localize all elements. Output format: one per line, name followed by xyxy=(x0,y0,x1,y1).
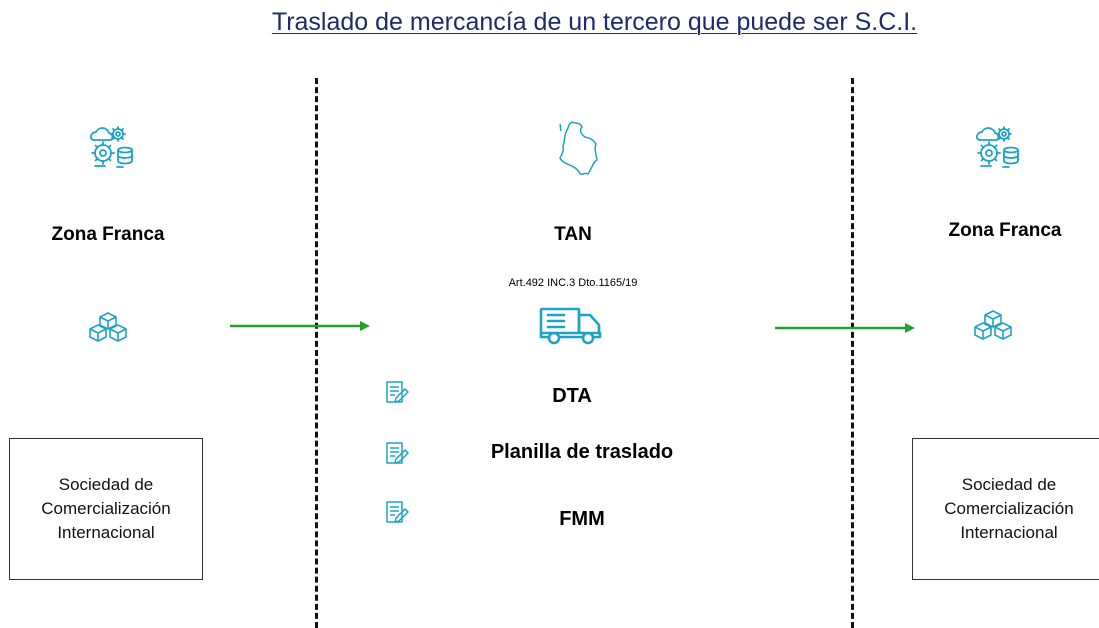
fmm-label: FMM xyxy=(559,508,605,530)
left-sci-line-1: Sociedad de xyxy=(58,475,154,494)
right-sci-line-2: Comercialización xyxy=(944,499,1074,518)
left-flow-arrow xyxy=(230,321,370,331)
right-sci-line-3: Internacional xyxy=(960,523,1058,542)
left-zona-franca-label: Zona Franca xyxy=(51,224,165,245)
planilla-label: Planilla de traslado xyxy=(490,441,674,463)
tan-label: TAN xyxy=(554,224,592,245)
truck-icon xyxy=(538,305,604,345)
fmm-document-icon xyxy=(385,500,409,526)
cloud-gears-database-icon xyxy=(973,124,1023,170)
dta-label: DTA xyxy=(552,385,592,407)
diagram-title: Traslado de mercancía de un tercero que … xyxy=(271,8,918,36)
right-flow-arrow xyxy=(775,323,915,333)
cloud-gears-database-icon xyxy=(87,124,137,170)
colombia-map-icon xyxy=(552,118,602,180)
left-divider xyxy=(315,78,318,628)
planilla-document-icon xyxy=(385,441,409,467)
left-sci-line-2: Comercialización xyxy=(41,499,171,518)
legal-reference: Art.492 INC.3 Dto.1165/19 xyxy=(508,277,638,289)
right-divider xyxy=(851,78,854,628)
right-zona-franca-label: Zona Franca xyxy=(948,220,1062,241)
right-sci-line-1: Sociedad de xyxy=(961,475,1057,494)
left-sci-box: Sociedad de Comercialización Internacion… xyxy=(9,438,203,580)
dta-document-icon xyxy=(385,380,409,406)
left-sci-line-3: Internacional xyxy=(57,523,155,542)
boxes-icon xyxy=(969,309,1017,341)
right-sci-box: Sociedad de Comercialización Internacion… xyxy=(912,438,1099,580)
boxes-icon xyxy=(84,311,132,343)
